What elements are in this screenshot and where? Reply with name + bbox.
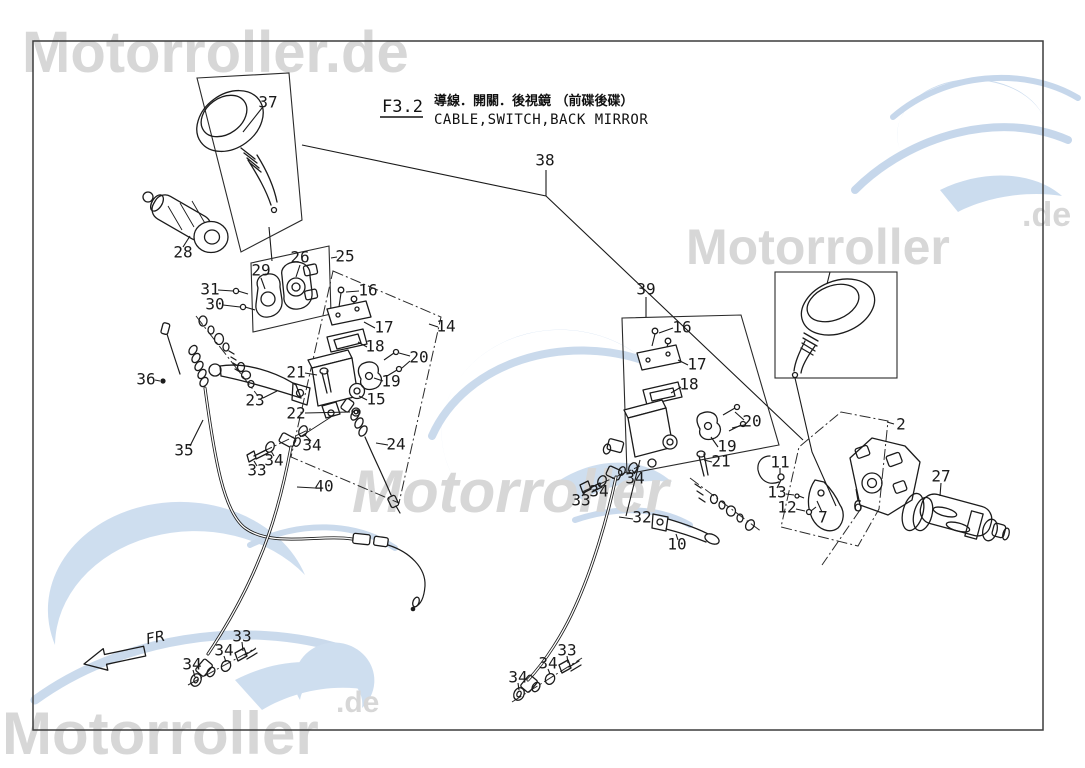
part-label-38: 38 (535, 151, 554, 170)
left-switch-housing (232, 245, 332, 333)
part-label-39: 39 (636, 280, 655, 299)
mid-banjo-set (579, 462, 638, 494)
part-label-34: 34 (625, 469, 644, 488)
brake-lever-10 (651, 513, 720, 545)
title-block: F3.2 導線．開關．後視鏡 （前碟後碟） CABLE,SWITCH,BACK … (380, 93, 648, 128)
part-label-33: 33 (247, 461, 266, 480)
part-label-19: 19 (381, 372, 400, 391)
fr-direction-arrow: FR (83, 627, 167, 671)
part-label-17: 17 (687, 355, 706, 374)
part-label-34: 34 (264, 451, 283, 470)
part-label-30: 30 (205, 295, 224, 314)
leader-lines (154, 107, 942, 691)
part-label-17: 17 (374, 318, 393, 337)
part-label-33: 33 (571, 491, 590, 510)
part-label-16: 16 (672, 318, 691, 337)
part-label-18: 18 (365, 337, 384, 356)
brake-hose-40 (206, 445, 293, 656)
part-label-33: 33 (557, 641, 576, 660)
part-label-18: 18 (679, 375, 698, 394)
part-label-10: 10 (667, 535, 686, 554)
watermark-center: Motorroller (352, 458, 672, 525)
title-english: CABLE,SWITCH,BACK MIRROR (434, 112, 648, 128)
figure-code: F3.2 (382, 97, 423, 117)
part-label-35: 35 (174, 441, 193, 460)
fr-label: FR (144, 627, 166, 649)
part-label-37: 37 (258, 93, 277, 112)
part-label-34: 34 (508, 668, 527, 687)
part-label-23: 23 (245, 391, 264, 410)
right-master-cylinder-assembly (602, 314, 780, 531)
part-label-28: 28 (173, 243, 192, 262)
title-chinese: 導線．開關．後視鏡 （前碟後碟） (434, 93, 634, 109)
part-label-27: 27 (931, 467, 950, 486)
watermark-swoosh-bottom-left (30, 501, 398, 710)
part-label-2: 2 (896, 415, 906, 434)
part-label-7: 7 (818, 508, 828, 527)
part-label-29: 29 (251, 261, 270, 280)
watermark-top-left: Motorroller.de (22, 20, 409, 85)
bottom-mid-banjo-set (513, 659, 582, 701)
throttle-cable-36 (160, 322, 181, 384)
part-label-12: 12 (777, 498, 796, 517)
left-master-cylinder-assembly (208, 270, 442, 504)
part-label-31: 31 (200, 280, 219, 299)
part-label-34: 34 (302, 436, 321, 455)
right-mirror-assembly (774, 271, 898, 379)
part-label-40: 40 (314, 477, 333, 496)
part-label-11: 11 (770, 453, 789, 472)
left-washer-spring-chain (198, 315, 255, 389)
left-banjo-set (246, 425, 308, 463)
part-label-14: 14 (436, 317, 455, 336)
part-label-33: 33 (232, 627, 251, 646)
watermark-swoosh-top-right (851, 74, 1081, 212)
drawing-border (32, 40, 1044, 731)
part-label-16: 16 (358, 281, 377, 300)
watermark-mid-right-de: .de (1022, 196, 1071, 234)
part-label-24: 24 (386, 435, 405, 454)
bottom-left-banjo-set (190, 647, 258, 687)
part-label-26: 26 (290, 248, 309, 267)
part-label-19: 19 (717, 437, 736, 456)
left-mirror-assembly (196, 72, 303, 253)
part-label-20: 20 (409, 348, 428, 367)
part-label-25: 25 (335, 247, 354, 266)
right-grip (901, 492, 1010, 542)
part-label-22: 22 (286, 404, 305, 423)
right-switch-housing (757, 411, 921, 547)
watermark-bottom: Motorroller (2, 700, 319, 767)
part-label-6: 6 (853, 497, 863, 516)
left-grip (142, 191, 229, 254)
watermark-bottom-de: .de (336, 686, 379, 719)
part-label-36: 36 (136, 370, 155, 389)
part-label-21: 21 (286, 363, 305, 382)
part-label-34: 34 (589, 482, 608, 501)
part-label-13: 13 (767, 483, 786, 502)
watermark-mid-right: Motorroller (686, 219, 950, 275)
cable-35 (188, 344, 426, 612)
part-label-34: 34 (182, 655, 201, 674)
part-label-20: 20 (742, 412, 761, 431)
brake-hose-32 (526, 475, 618, 682)
cable-24 (340, 397, 401, 514)
part-label-21: 21 (711, 452, 730, 471)
part-label-34: 34 (538, 654, 557, 673)
part-label-32: 32 (632, 508, 651, 527)
part-label-34: 34 (214, 641, 233, 660)
part-label-15: 15 (366, 390, 385, 409)
